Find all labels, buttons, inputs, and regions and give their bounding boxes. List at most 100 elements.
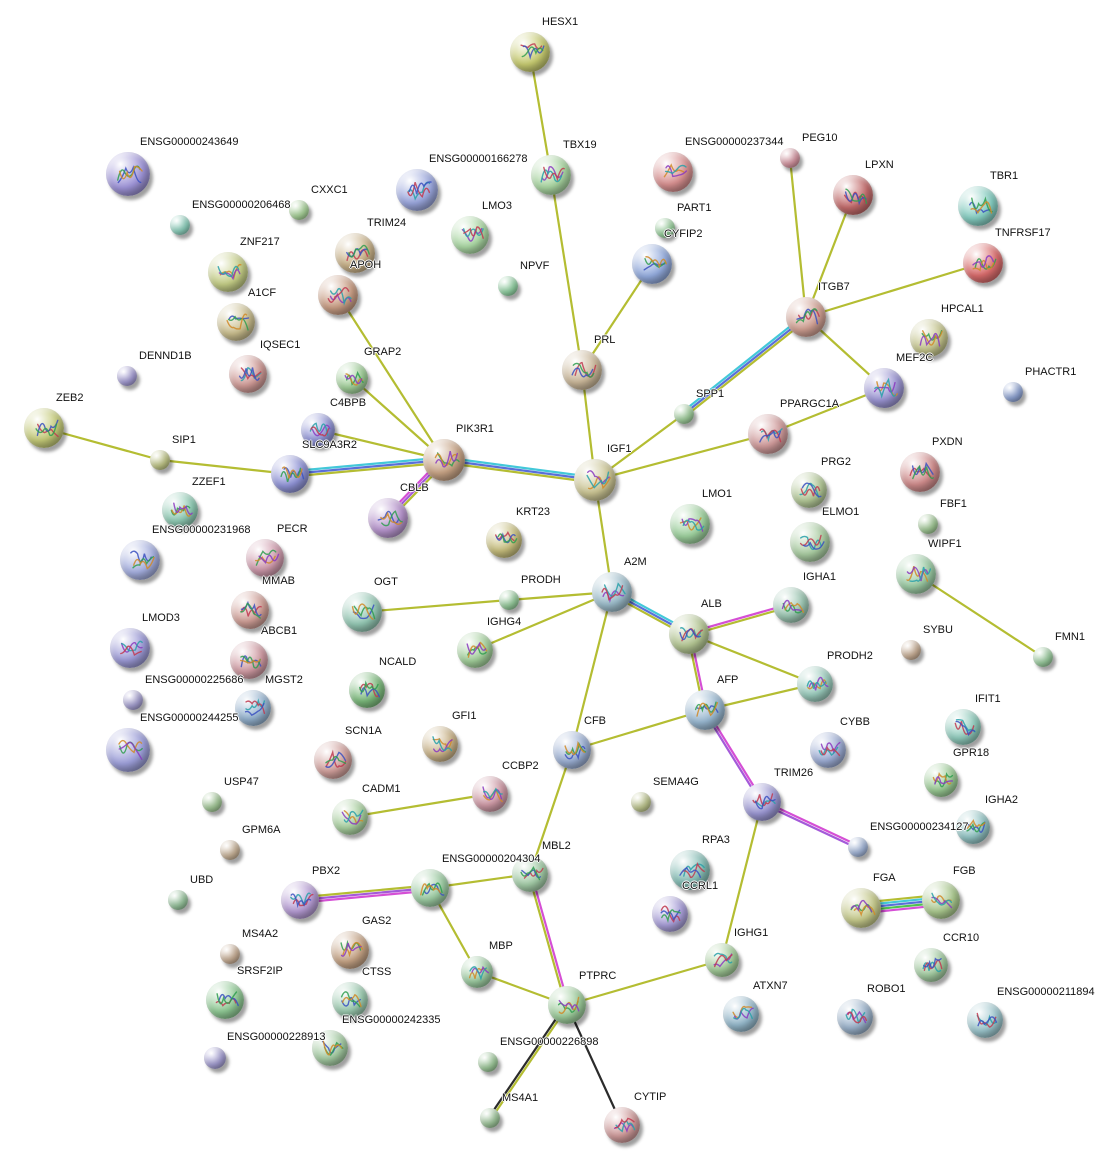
node-MS4A2[interactable]	[220, 944, 240, 964]
edge-ENSG00000204304-PBX2[interactable]	[298, 884, 432, 904]
node-LMOD3[interactable]	[110, 628, 150, 668]
node-ZEB2[interactable]	[24, 408, 64, 448]
node-PBX2[interactable]	[281, 881, 319, 919]
edge-CFB-AFP[interactable]	[570, 708, 707, 752]
node-SPP1[interactable]	[674, 404, 694, 424]
node-CCRL1[interactable]	[652, 896, 688, 932]
node-IGHG1[interactable]	[705, 943, 739, 977]
node-ATXN7[interactable]	[723, 996, 759, 1032]
node-ROBO1[interactable]	[837, 999, 873, 1035]
edge-IGF1-PPARGC1A[interactable]	[593, 432, 770, 482]
edge-PTPRC-MS4A1[interactable]	[487, 1003, 570, 1120]
node-TRIM24[interactable]	[335, 233, 375, 273]
node-IGF1[interactable]	[574, 459, 616, 501]
edge-A2M-CFB[interactable]	[570, 590, 614, 752]
node-SRSF2IP[interactable]	[206, 981, 244, 1019]
node-HESX1[interactable]	[510, 32, 550, 72]
node-MMAB[interactable]	[231, 591, 269, 629]
edge-SIP1-SLC9A3R2[interactable]	[158, 458, 292, 476]
node-ENSG00000234127[interactable]	[848, 837, 868, 857]
node-PECR[interactable]	[246, 539, 284, 577]
node-ENSG00000242335[interactable]	[312, 1030, 348, 1066]
node-GPM6A[interactable]	[220, 840, 240, 860]
edge-TRIM26-IGHG1[interactable]	[720, 800, 764, 962]
node-GPR18[interactable]	[924, 763, 958, 797]
node-IGHA1[interactable]	[773, 587, 809, 623]
node-TBX19[interactable]	[531, 155, 571, 195]
edge-SPP1-ITGB7[interactable]	[681, 313, 809, 418]
node-AFP[interactable]	[685, 690, 725, 730]
node-LMO1[interactable]	[670, 504, 710, 544]
node-ENSG00000166278[interactable]	[396, 169, 438, 211]
node-CCBP2[interactable]	[472, 776, 508, 812]
node-A2M[interactable]	[592, 572, 632, 612]
node-CFB[interactable]	[553, 731, 591, 769]
node-DENND1B[interactable]	[117, 366, 137, 386]
node-SYBU[interactable]	[901, 640, 921, 660]
node-A1CF[interactable]	[217, 303, 255, 341]
edge-WIPF1-FMN1[interactable]	[914, 572, 1045, 659]
edge-SLC9A3R2-PIK3R1[interactable]	[288, 456, 446, 478]
edge-PIK3R1-IGF1[interactable]	[442, 456, 597, 484]
node-GRAP2[interactable]	[336, 362, 368, 394]
node-APOH[interactable]	[318, 275, 358, 315]
node-SEMA4G[interactable]	[631, 792, 651, 812]
node-PART1[interactable]	[655, 218, 675, 238]
node-PIK3R1[interactable]	[423, 439, 465, 481]
edge-CYFIP2-PRL[interactable]	[580, 262, 654, 372]
edge-IGHG1-PTPRC[interactable]	[565, 958, 724, 1007]
node-CYTIP[interactable]	[604, 1107, 640, 1143]
node-FMN1[interactable]	[1033, 647, 1053, 667]
node-MGST2[interactable]	[235, 690, 271, 726]
node-IGHA2[interactable]	[956, 810, 990, 844]
node-IQSEC1[interactable]	[229, 355, 267, 393]
node-MBL2[interactable]	[512, 856, 548, 892]
node-ELMO1[interactable]	[790, 522, 830, 562]
node-HPCAL1[interactable]	[910, 319, 948, 357]
node-WIPF1[interactable]	[896, 554, 936, 594]
node-USP47[interactable]	[202, 792, 222, 812]
node-LMO3[interactable]	[451, 216, 489, 254]
node-PRL[interactable]	[562, 350, 602, 390]
edge-ALB-PRODH2[interactable]	[687, 632, 817, 686]
node-ENSG00000237344[interactable]	[653, 152, 693, 192]
node-ABCB1[interactable]	[230, 641, 268, 679]
node-PRODH2[interactable]	[797, 666, 833, 702]
node-ENSG00000206468[interactable]	[170, 215, 190, 235]
edge-PTPRC-CYTIP[interactable]	[565, 1003, 624, 1127]
node-ENSG00000243649[interactable]	[106, 152, 150, 196]
node-GAS2[interactable]	[331, 931, 369, 969]
node-FGB[interactable]	[922, 881, 960, 919]
node-OGT[interactable]	[342, 592, 382, 632]
edge-APOH-PIK3R1[interactable]	[336, 293, 446, 462]
node-ENSG00000225686[interactable]	[123, 690, 143, 710]
edge-ITGB7-LPXN[interactable]	[804, 193, 855, 319]
node-CXXC1[interactable]	[289, 200, 309, 220]
node-IGHG4[interactable]	[457, 632, 493, 668]
node-SLC9A3R2[interactable]	[271, 455, 309, 493]
node-FGA[interactable]	[841, 888, 881, 928]
node-NCALD[interactable]	[349, 672, 385, 708]
node-ENSG00000226898[interactable]	[478, 1052, 498, 1072]
node-UBD[interactable]	[168, 890, 188, 910]
node-CADM1[interactable]	[332, 799, 368, 835]
edge-MBL2-PTPRC[interactable]	[527, 872, 570, 1007]
node-KRT23[interactable]	[486, 522, 522, 558]
node-PRODH[interactable]	[499, 590, 519, 610]
node-CBLB[interactable]	[368, 498, 408, 538]
node-PXDN[interactable]	[900, 452, 940, 492]
node-CTSS[interactable]	[332, 982, 368, 1018]
node-CCR10[interactable]	[914, 948, 948, 982]
node-GFI1[interactable]	[422, 726, 458, 762]
node-TRIM26[interactable]	[743, 783, 781, 821]
node-SIP1[interactable]	[150, 450, 170, 470]
edge-CCBP2-CADM1[interactable]	[348, 792, 492, 819]
node-PPARGC1A[interactable]	[748, 414, 788, 454]
node-ALB[interactable]	[669, 614, 709, 654]
edge-CFB-MBL2[interactable]	[528, 748, 574, 876]
node-ENSG00000211894[interactable]	[967, 1002, 1003, 1038]
node-PRG2[interactable]	[791, 472, 827, 508]
node-MEF2C[interactable]	[864, 368, 904, 408]
node-TNFRSF17[interactable]	[963, 243, 1003, 283]
